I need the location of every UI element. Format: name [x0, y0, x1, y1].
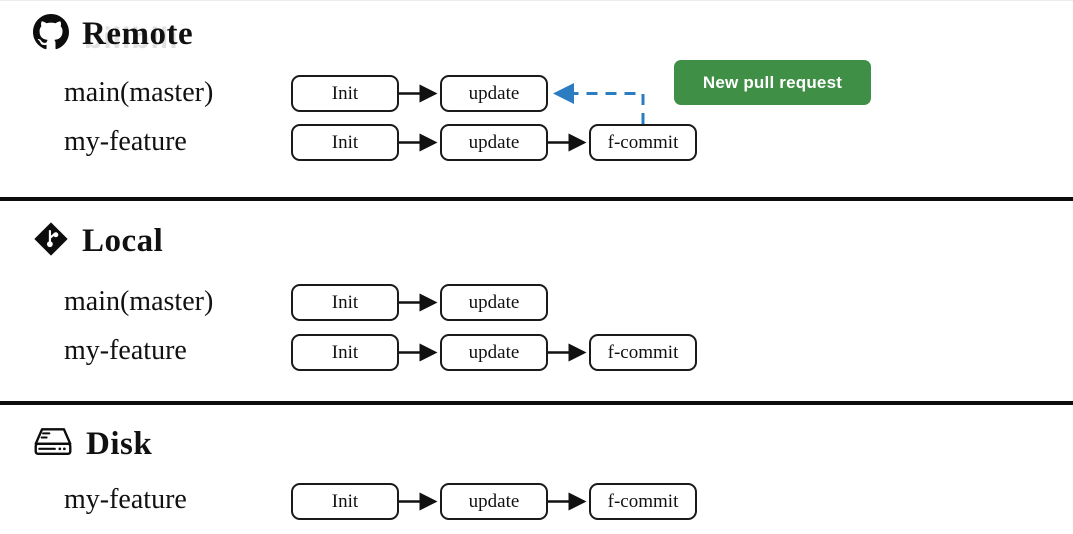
branch-label-remote-my-feature: my-feature [64, 126, 187, 157]
section-title-disk: Disk [86, 426, 153, 462]
hard-drive-icon [33, 425, 73, 464]
github-octocat-icon [33, 14, 69, 55]
commit-box[interactable]: update [440, 75, 548, 112]
section-divider [0, 197, 1073, 201]
git-logo-icon [33, 221, 69, 262]
commit-box[interactable]: Init [291, 483, 399, 520]
commit-box[interactable]: f-commit [589, 483, 697, 520]
commit-box[interactable]: Init [291, 284, 399, 321]
new-pull-request-button[interactable]: New pull request [674, 60, 871, 105]
commit-box[interactable]: update [440, 284, 548, 321]
section-header-disk: Disk [33, 425, 152, 464]
section-title-remote: Remote [82, 16, 194, 52]
branch-label-disk-my-feature: my-feature [64, 484, 187, 515]
commit-box[interactable]: update [440, 483, 548, 520]
commit-box[interactable]: update [440, 124, 548, 161]
section-header-remote: Remote [33, 14, 193, 55]
branch-label-local-my-feature: my-feature [64, 335, 187, 366]
commit-box[interactable]: Init [291, 75, 399, 112]
arrow-pull-request-merge [553, 83, 645, 124]
commit-box[interactable]: f-commit [589, 334, 697, 371]
commit-box[interactable]: f-commit [589, 124, 697, 161]
branch-label-local-main: main(master) [64, 286, 214, 317]
commit-box[interactable]: Init [291, 124, 399, 161]
section-divider [0, 401, 1073, 405]
section-header-local: Local [33, 221, 163, 262]
commit-box[interactable]: update [440, 334, 548, 371]
section-title-local: Local [82, 223, 164, 259]
top-hairline [0, 0, 1073, 1]
commit-box[interactable]: Init [291, 334, 399, 371]
branch-label-remote-main: main(master) [64, 77, 214, 108]
